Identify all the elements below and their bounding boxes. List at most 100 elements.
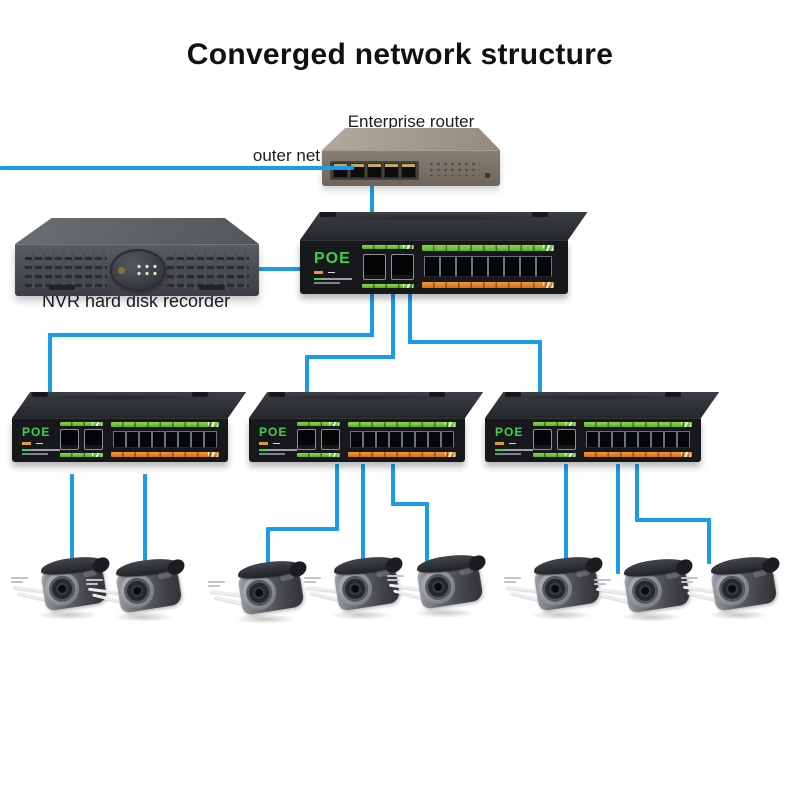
uplink-port-group <box>60 422 103 457</box>
cable-core-to-edge2-seg2 <box>305 355 395 359</box>
switch-front-panel: POE <box>485 418 701 462</box>
cable-router-to-core-switch <box>370 181 374 215</box>
switch-brand-area: POE <box>314 245 362 288</box>
model-text-line <box>22 452 48 455</box>
ethernet-port <box>165 431 178 448</box>
camera-front-face <box>117 571 157 611</box>
camera-watermark <box>387 573 404 583</box>
ethernet-port <box>664 431 677 448</box>
ethernet-port <box>363 431 376 448</box>
port-number-strip <box>422 245 554 251</box>
camera-2 <box>86 555 188 624</box>
ethernet-port <box>384 163 399 178</box>
cable-core-to-edge1-seg3 <box>48 335 52 395</box>
cable-edge3-to-camera8-seg3 <box>707 520 711 564</box>
poe-port-group <box>584 422 692 457</box>
nvr-label: NVR hard disk recorder <box>42 291 231 311</box>
uplink-port <box>297 429 316 450</box>
camera-4 <box>304 553 406 622</box>
switch-brand-area: POE <box>259 422 297 457</box>
cable-core-to-edge1-seg1 <box>370 292 374 337</box>
switch-brand-area: POE <box>22 422 60 457</box>
ethernet-port <box>415 431 428 448</box>
camera-iris <box>132 586 142 596</box>
cable-edge3-to-camera6 <box>564 464 568 564</box>
uplink-port-group <box>297 422 340 457</box>
ethernet-port <box>178 431 191 448</box>
power-led <box>495 441 504 445</box>
cable-edge3-to-camera8-seg2 <box>635 518 711 522</box>
cable-edge3-to-camera7 <box>616 464 620 574</box>
poe-ports <box>111 431 219 448</box>
cable-edge1-to-camera1 <box>70 474 74 566</box>
poe-watt-strip <box>422 282 554 288</box>
poe-ports <box>584 431 692 448</box>
cable-edge3-to-camera8-seg1 <box>635 464 639 520</box>
poe-port-group <box>348 422 456 457</box>
camera-lens-icon <box>122 576 153 606</box>
uplink-port <box>60 429 79 450</box>
poe-ports <box>422 256 554 277</box>
nvr-foot <box>199 285 225 290</box>
uplink-port <box>533 429 552 450</box>
poe-port-group <box>422 245 554 288</box>
camera-8 <box>681 553 783 622</box>
model-text-line <box>314 281 340 284</box>
uplink-label-strip <box>362 245 414 249</box>
diagram-title: Converged network structure <box>186 38 614 71</box>
ethernet-port <box>191 431 204 448</box>
ethernet-port <box>612 431 625 448</box>
camera-3 <box>208 557 310 626</box>
ethernet-port <box>599 431 612 448</box>
nvr-front-panel <box>15 244 259 296</box>
uplink-port-group <box>362 245 414 288</box>
poe-watt-strip <box>348 452 456 457</box>
cable-core-switch-to-nvr <box>252 267 306 271</box>
ethernet-port <box>389 431 402 448</box>
ethernet-port <box>204 431 217 448</box>
uplink-label-strip <box>297 453 340 457</box>
switch-shadow <box>18 392 222 401</box>
camera-shadow <box>112 612 174 622</box>
power-led <box>314 270 323 274</box>
poe-ports <box>348 431 456 448</box>
poe-watt-strip <box>111 452 219 457</box>
uplink-port <box>557 429 576 450</box>
poe-port-group <box>111 422 219 457</box>
port-number-strip <box>111 422 219 427</box>
camera-5 <box>387 551 489 620</box>
camera-watermark <box>11 575 28 585</box>
nvr-top-face <box>15 218 259 244</box>
camera-shadow <box>234 614 296 624</box>
poe-logo: POE <box>22 424 51 439</box>
ethernet-port <box>520 256 536 277</box>
uplink-port-group <box>533 422 576 457</box>
camera-watermark <box>594 577 611 587</box>
camera-iris <box>550 584 560 594</box>
switch-front-panel: POE <box>249 418 465 462</box>
port-number-strip <box>348 422 456 427</box>
model-text-line <box>314 277 352 280</box>
uplink-label-strip <box>533 422 576 426</box>
camera-lens-icon <box>244 578 275 608</box>
camera-front-face <box>625 571 665 611</box>
camera-shadow <box>330 610 392 620</box>
camera-lens-icon <box>540 574 571 604</box>
cable-edge2-to-camera3-seg3 <box>266 529 270 570</box>
camera-iris <box>57 584 67 594</box>
switch-shadow <box>306 212 562 221</box>
ethernet-port <box>126 431 139 448</box>
power-led <box>259 441 268 445</box>
nvr-status-leds <box>135 263 157 276</box>
camera-shadow <box>530 610 592 620</box>
camera-lens-icon <box>340 574 371 604</box>
ethernet-port <box>488 256 504 277</box>
poe-logo: POE <box>314 249 351 267</box>
uplink-label-strip <box>60 453 103 457</box>
cable-core-to-edge3-seg1 <box>408 292 412 344</box>
camera-lens-icon <box>717 574 748 604</box>
cable-core-to-edge2-seg1 <box>391 292 395 359</box>
camera-6 <box>504 553 606 622</box>
port-number-strip <box>584 422 692 427</box>
outer-net-label: outer net <box>252 146 320 165</box>
